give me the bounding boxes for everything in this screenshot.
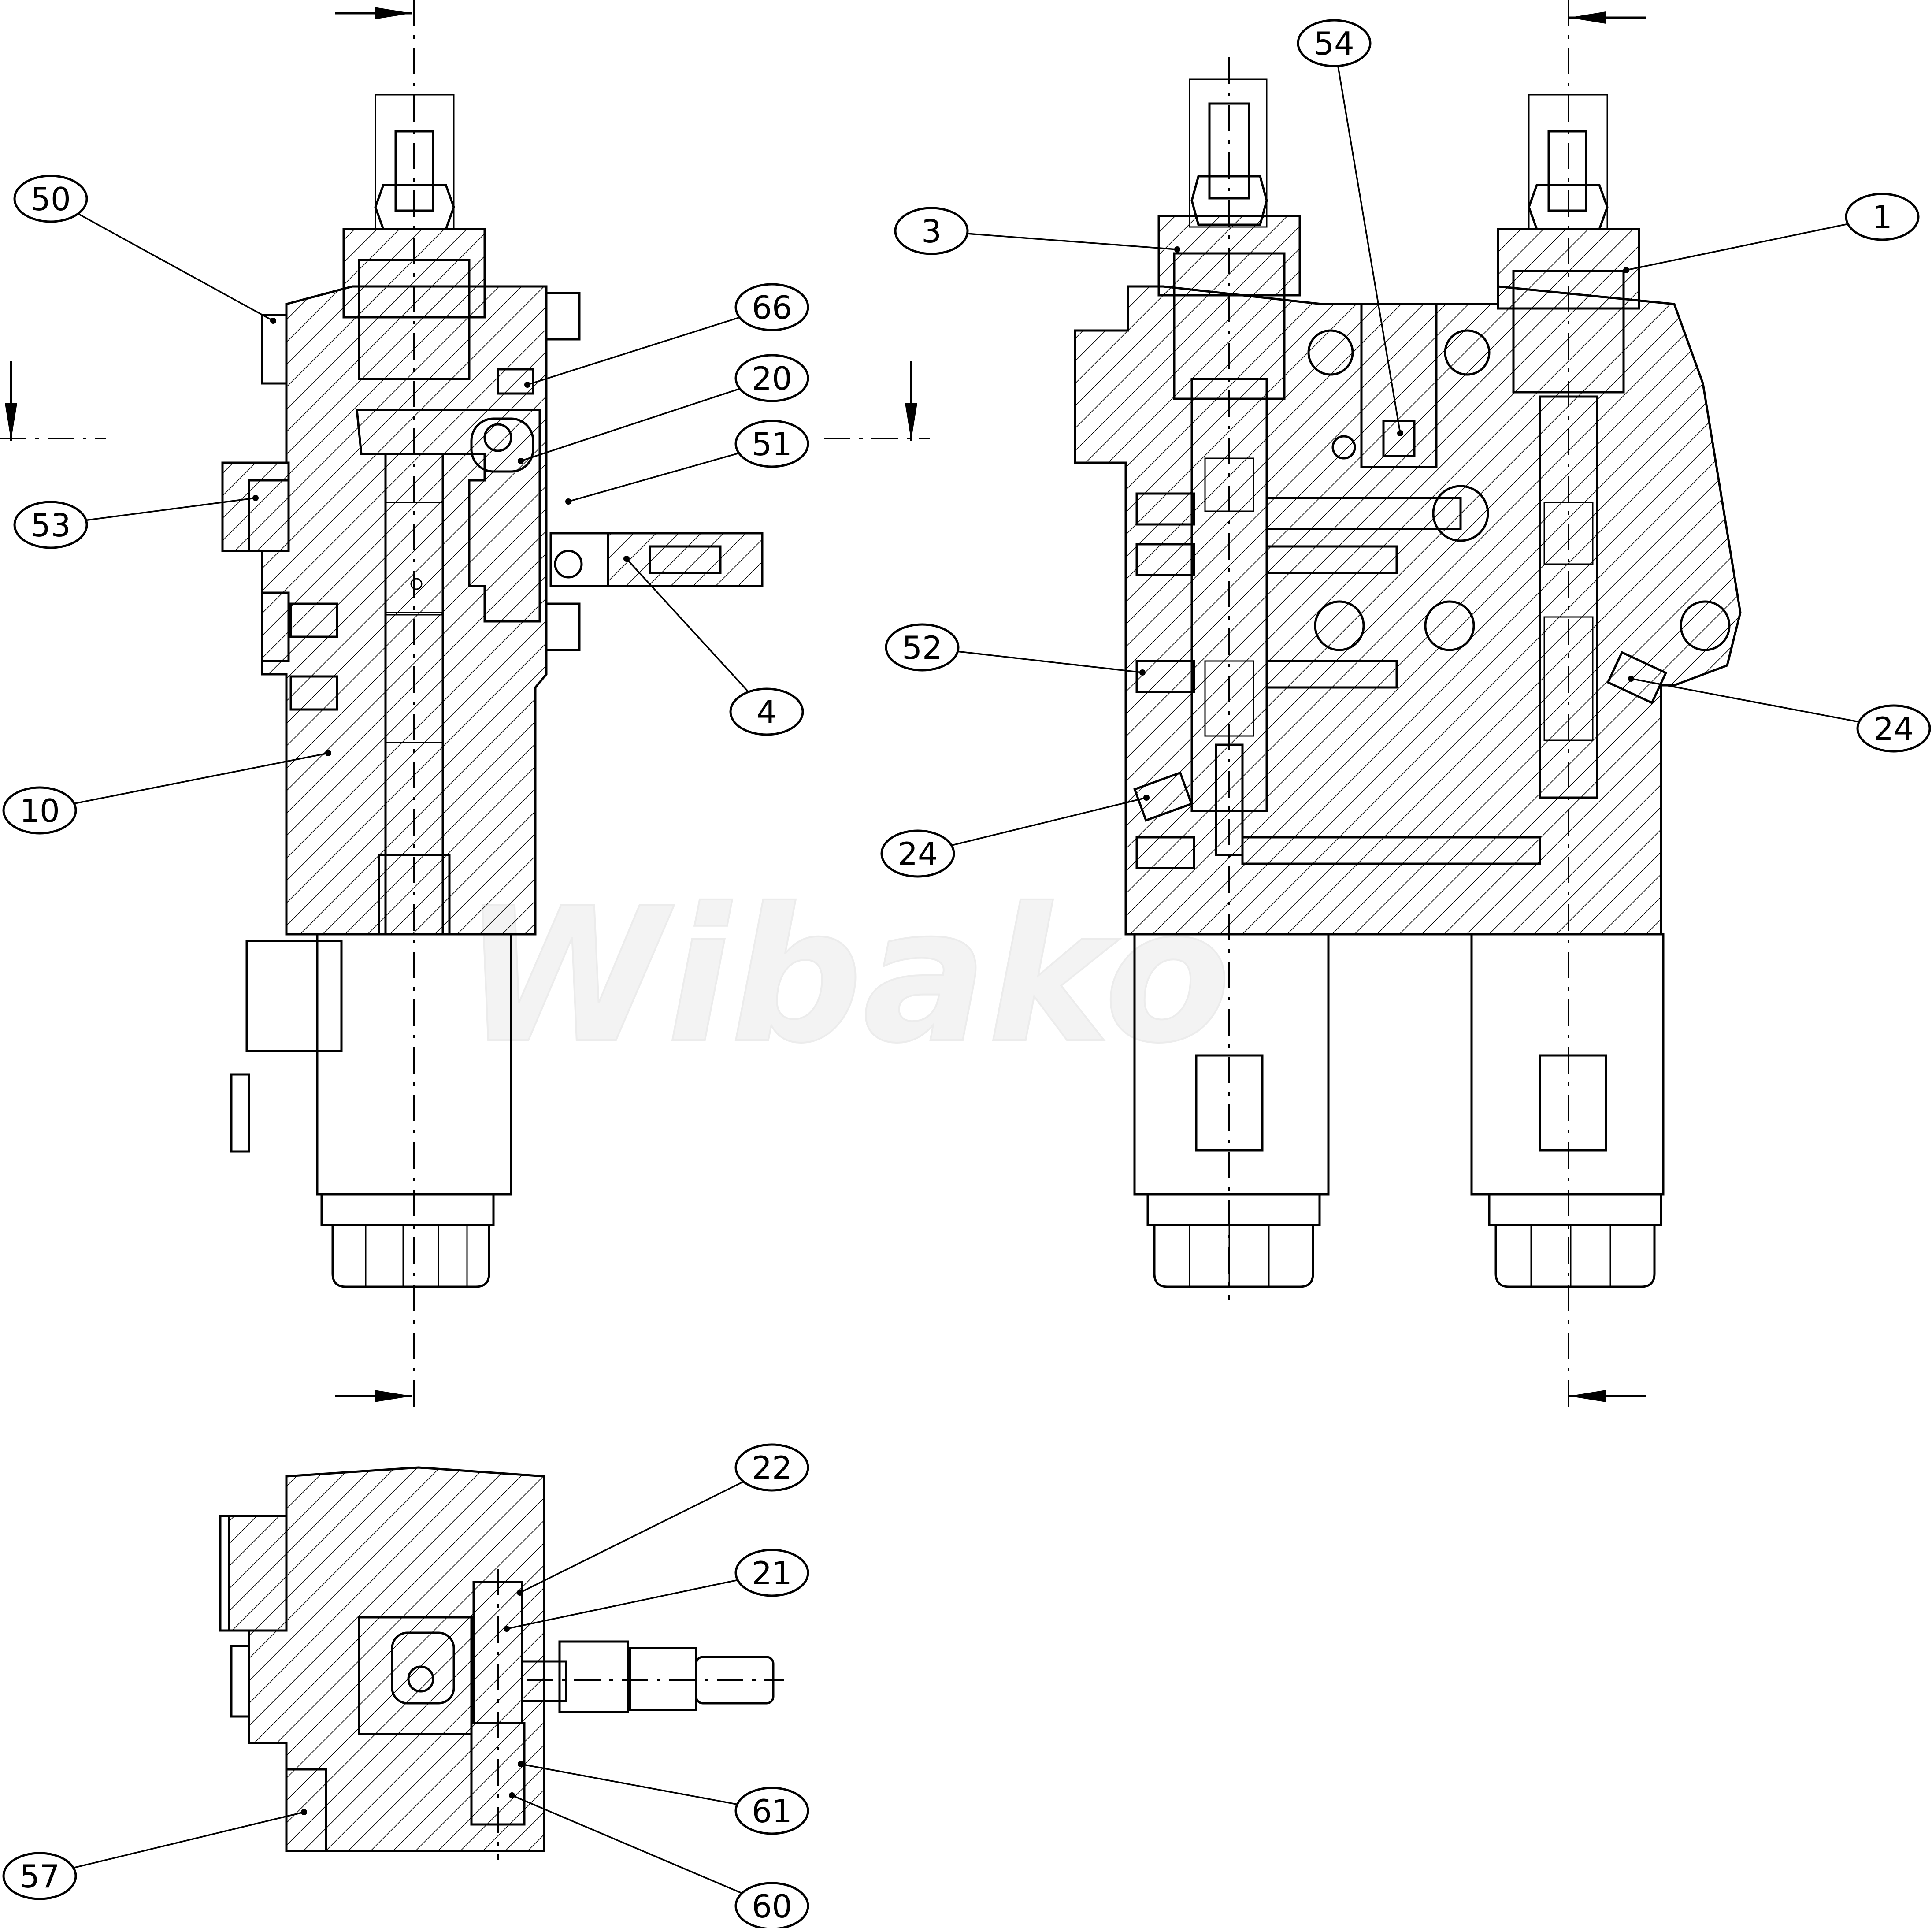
callout-57: 57: [2, 1809, 307, 1900]
callout-dot: [301, 1809, 307, 1815]
callout-layer: 50 66 20 51 53 4 10 54 3 1 52 24 24 22 21 61 57 60: [2, 19, 1931, 1928]
callout-dot: [517, 1590, 523, 1596]
callout-24: 24: [880, 795, 1150, 878]
callout-bubble: [880, 829, 955, 878]
callout-leader: [527, 316, 740, 386]
callout-50: 50: [13, 175, 276, 324]
callout-bubble: [2, 786, 77, 835]
callout-1: 1: [1623, 193, 1920, 273]
callout-label: 22: [752, 1449, 792, 1486]
bottom-detail-view: [219, 1466, 784, 1860]
callout-dot: [1139, 669, 1146, 676]
callout-leader: [951, 797, 1147, 846]
callout-label: 10: [19, 792, 60, 829]
watermark: Wibako: [463, 869, 1231, 1084]
callout-bubble: [734, 420, 809, 468]
callout-dot: [1397, 430, 1403, 436]
right-section-view: [1074, 0, 1742, 1410]
callout-dot: [565, 498, 571, 505]
callout-3: 3: [894, 207, 1180, 255]
callout-dot: [518, 458, 524, 464]
callout-leader: [520, 388, 740, 462]
callout-leader: [73, 1811, 304, 1869]
callout-label: 52: [902, 629, 942, 666]
callout-dot: [1623, 267, 1629, 273]
callout-bubble: [734, 354, 809, 402]
callout-bubble: [885, 623, 960, 672]
callout-leader: [967, 233, 1178, 250]
callout-dot: [270, 318, 276, 324]
callout-label: 54: [1314, 25, 1354, 62]
callout-label: 3: [921, 213, 942, 250]
callout-leader: [506, 1579, 738, 1630]
callout-bubble: [734, 1549, 809, 1597]
callout-66: 66: [524, 283, 809, 388]
callout-bubble: [1856, 704, 1931, 753]
callout-dot: [518, 1761, 524, 1767]
callout-61: 61: [518, 1761, 809, 1835]
callout-dot: [1143, 795, 1150, 801]
callout-20: 20: [518, 354, 809, 464]
callout-leader: [520, 1763, 738, 1805]
callout-53: 53: [13, 495, 259, 549]
callout-dot: [524, 382, 530, 388]
callout-dot: [325, 750, 331, 756]
left-section-view: [0, 0, 930, 1410]
callout-bubble: [1297, 19, 1372, 67]
callout-label: 4: [756, 694, 777, 731]
callout-bubble: [894, 207, 969, 255]
callout-leader: [519, 1481, 744, 1594]
callout-leader: [568, 452, 739, 502]
callout-bubble: [1845, 193, 1920, 241]
callout-bubble: [734, 1882, 809, 1928]
callout-leader: [1337, 66, 1401, 434]
callout-label: 51: [752, 426, 792, 463]
callout-label: 24: [897, 836, 938, 873]
callout-bubble: [734, 1787, 809, 1835]
callout-dot: [1174, 246, 1180, 253]
callout-bubble: [2, 1852, 77, 1900]
callout-label: 61: [752, 1793, 792, 1830]
callout-10: 10: [2, 750, 331, 835]
callout-leader: [957, 650, 1143, 673]
callout-52: 52: [885, 623, 1146, 676]
callout-label: 1: [1872, 199, 1892, 236]
callout-label: 20: [752, 360, 792, 397]
callout-dot: [623, 556, 630, 562]
callout-label: 53: [30, 507, 71, 544]
callout-bubble: [13, 175, 88, 223]
callout-21: 21: [504, 1549, 809, 1632]
callout-label: 60: [752, 1888, 792, 1925]
callout-54: 54: [1297, 19, 1403, 436]
callout-leader: [74, 752, 329, 805]
callout-leader: [626, 558, 749, 693]
callout-bubble: [734, 1443, 809, 1492]
callout-dot: [252, 495, 259, 501]
callout-24: 24: [1628, 676, 1931, 753]
callout-dot: [504, 1626, 510, 1632]
callout-bubble: [729, 687, 804, 736]
callout-bubble: [13, 501, 88, 549]
callout-leader: [1631, 678, 1859, 723]
callout-label: 66: [752, 289, 792, 326]
callout-label: 24: [1873, 710, 1914, 747]
callout-leader: [78, 213, 274, 322]
callout-bubble: [734, 283, 809, 331]
callout-leader: [512, 1794, 742, 1894]
callout-label: 57: [19, 1858, 60, 1895]
callout-51: 51: [565, 420, 809, 505]
callout-60: 60: [509, 1792, 809, 1928]
callout-dot: [509, 1792, 515, 1798]
callout-label: 21: [752, 1555, 792, 1592]
callout-leader: [86, 497, 256, 521]
callout-dot: [1628, 676, 1634, 682]
callout-label: 50: [30, 181, 71, 218]
callout-leader: [1626, 223, 1848, 271]
callout-4: 4: [623, 556, 804, 736]
callout-22: 22: [517, 1443, 809, 1596]
